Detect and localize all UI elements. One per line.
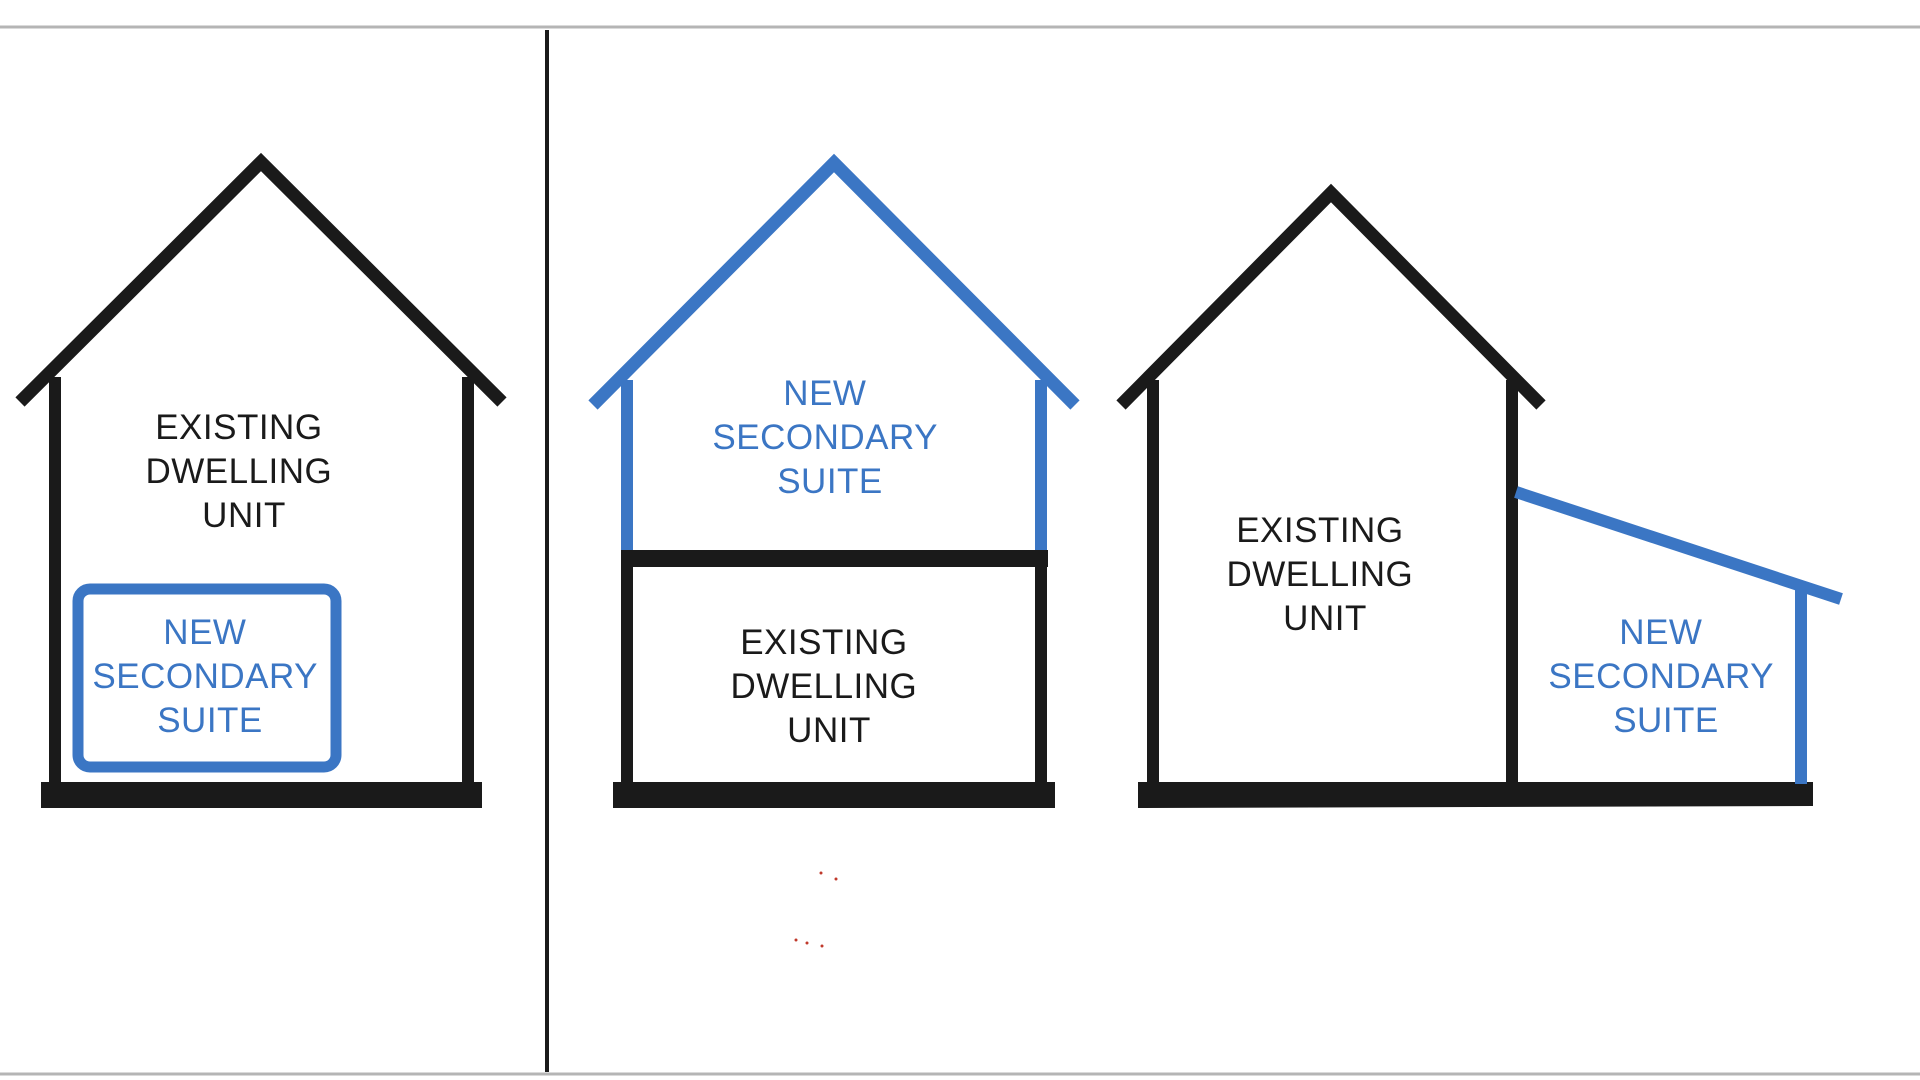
house-3-foundation — [1138, 782, 1813, 808]
house-1-roof — [15, 152, 507, 407]
panel-3-existing-label: EXISTING DWELLING UNIT — [1226, 511, 1423, 638]
panel-1-existing-line-1: EXISTING — [155, 408, 322, 447]
house-3-roof — [1116, 183, 1546, 410]
stray-mark — [794, 938, 798, 942]
panel-2-existing-label: EXISTING DWELLING UNIT — [730, 623, 927, 750]
panel-3-existing-line-1: EXISTING — [1236, 511, 1403, 550]
panel-1-new-line-1: NEW — [163, 613, 246, 652]
interior-suite-box — [72, 583, 342, 773]
panel-1-existing-line-3: UNIT — [202, 496, 286, 535]
panel-2-new-label: NEW SECONDARY SUITE — [712, 374, 947, 501]
panel-3-side-addition-suite: EXISTING DWELLING UNIT NEW SECONDARY SUI… — [1116, 183, 1843, 808]
panel-1-existing-line-2: DWELLING — [145, 452, 332, 491]
stray-mark — [805, 941, 809, 945]
panel-1-existing-label: EXISTING DWELLING UNIT — [145, 408, 342, 535]
panel-2-upper-suite: NEW SECONDARY SUITE EXISTING DWELLING UN… — [588, 153, 1080, 948]
addition-roof — [1514, 486, 1843, 605]
panel-1-new-line-3: SUITE — [157, 701, 263, 740]
house-2-new-roof — [588, 153, 1080, 410]
house-2-floor-divider — [621, 550, 1048, 567]
house-1-foundation — [41, 782, 482, 808]
panel-1-interior-suite: EXISTING DWELLING UNIT NEW SECONDARY SUI… — [15, 152, 507, 808]
panel-2-new-line-2: SECONDARY — [712, 418, 937, 457]
panel-1-new-line-2: SECONDARY — [92, 657, 317, 696]
panel-1-new-label: NEW SECONDARY SUITE — [92, 613, 327, 740]
house-2-foundation — [613, 782, 1055, 808]
panel-3-new-line-3: SUITE — [1613, 701, 1719, 740]
panel-2-existing-line-2: DWELLING — [730, 667, 917, 706]
panel-3-new-line-2: SECONDARY — [1548, 657, 1773, 696]
panel-3-new-label: NEW SECONDARY SUITE — [1548, 613, 1783, 740]
panel-3-new-line-1: NEW — [1619, 613, 1702, 652]
stray-mark — [834, 877, 838, 881]
stray-mark — [820, 944, 824, 948]
panel-2-existing-line-3: UNIT — [787, 711, 871, 750]
panel-2-new-line-3: SUITE — [777, 462, 883, 501]
panel-3-existing-line-3: UNIT — [1283, 599, 1367, 638]
panel-2-existing-line-1: EXISTING — [740, 623, 907, 662]
stray-mark — [819, 871, 823, 875]
panel-2-new-line-1: NEW — [783, 374, 866, 413]
panel-3-existing-line-2: DWELLING — [1226, 555, 1413, 594]
